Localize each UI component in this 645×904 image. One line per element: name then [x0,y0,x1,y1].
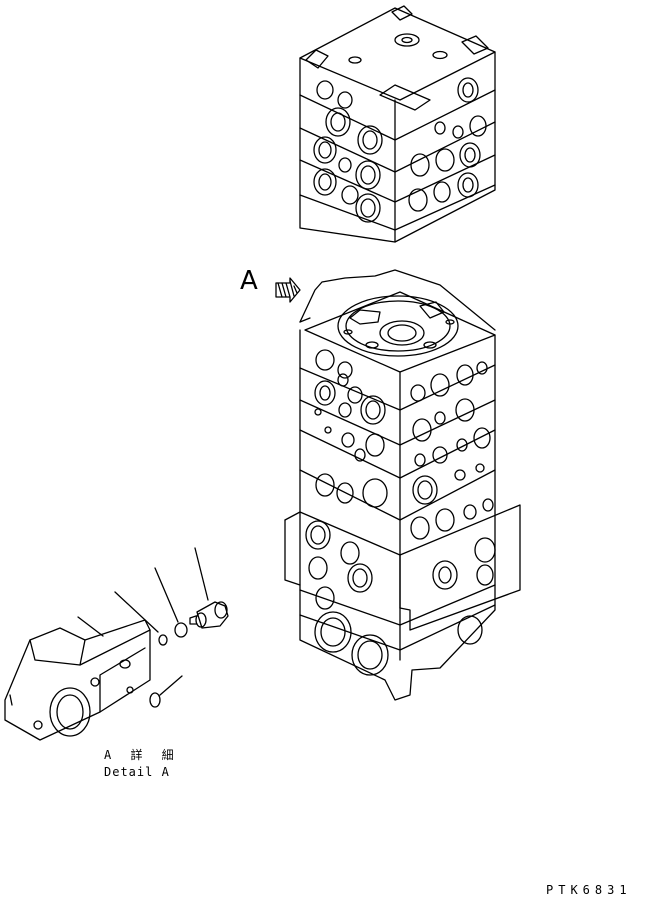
upper-valve-assembly [299,5,496,243]
hatched-arrow-icon [275,277,301,303]
detail-a-parts [4,547,229,741]
detail-label-japanese: A 詳 細 [104,748,180,762]
drawing-code: PTK6831 [546,883,632,897]
main-valve-assembly [284,269,521,701]
view-marker-label: A [240,266,258,296]
detail-label-english: Detail A [104,765,170,779]
